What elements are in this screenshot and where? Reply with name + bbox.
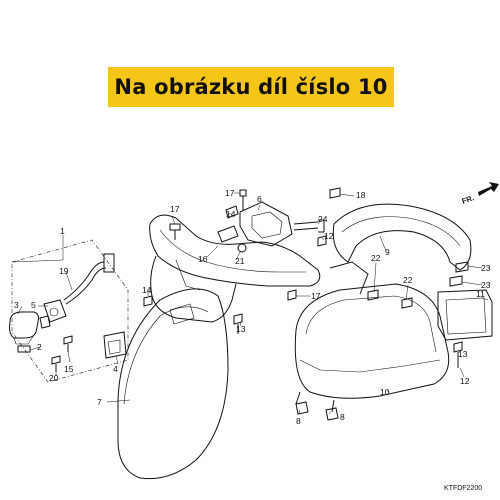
callout-13-left: 13 [236,324,246,334]
callout-3: 3 [14,300,19,310]
callout-1: 1 [60,226,65,236]
callout-2: 2 [37,342,42,352]
leader-lines [11,192,489,415]
callout-7: 7 [97,397,102,407]
callout-9: 9 [385,247,390,257]
screw-17-top [239,189,247,210]
callout-21: 21 [235,256,245,266]
callout-24: 24 [318,214,328,224]
callout-22-left: 22 [371,253,381,263]
center-bracket [217,201,293,247]
callout-20: 20 [49,373,59,383]
bolt-15 [63,335,73,352]
callout-19: 19 [59,266,69,276]
tail-light-group-outline [11,239,129,383]
callout-16: 16 [198,254,208,264]
fastener-12-top [317,235,327,247]
tail-light-lens [9,311,39,353]
wiring-harness [63,253,115,305]
callout-15: 15 [64,364,74,374]
license-light-bracket [103,331,127,359]
banner-text: Na obrázku díl číslo 10 [114,75,388,99]
tail-light-socket [39,299,67,329]
callout-17-mid: 17 [311,291,321,301]
callout-6: 6 [257,194,262,204]
callout-8-right: 8 [340,412,345,422]
front-direction-label: FR. [461,193,475,206]
callout-17-left: 17 [170,204,180,214]
clip-8-left [295,401,309,415]
fastener-21 [237,243,247,253]
rear-inner-cover [149,214,321,323]
clip-14 [225,205,239,219]
fastener-12-right [453,341,463,368]
callout-4: 4 [113,364,118,374]
callout-11: 11 [476,289,485,299]
luggage-box [294,261,450,413]
callout-12-right: 12 [460,376,470,386]
callout-14-top: 14 [226,209,236,219]
callout-8-left: 8 [296,416,301,426]
rear-hugger [332,203,472,271]
bolt-23-lower [449,275,463,287]
front-direction-arrow-icon [478,182,499,196]
clip-8-right [325,407,339,421]
callout-12-top: 12 [324,231,334,241]
fastener-14-left [143,295,153,307]
callout-22-right: 22 [403,275,413,285]
callout-5: 5 [31,300,36,310]
callout-14-left: 14 [142,285,152,295]
callout-23-lower: 23 [481,280,491,290]
diagram-code: KTFDF2200 [444,485,482,492]
fastener-22-right [401,297,413,309]
callout-17-top: 17 [225,188,235,198]
fastener-13-left [233,313,243,334]
callout-13-right: 13 [458,349,468,359]
callout-10: 10 [380,387,390,397]
fastener-22-left [367,289,379,301]
callout-23-upper: 23 [481,263,491,273]
fastener-17-mid [287,289,297,301]
bolt-23-upper [455,261,469,273]
bolt-20 [51,355,61,372]
screw-17-left [169,223,181,240]
battery-bracket [437,289,493,341]
fastener-18 [329,187,341,199]
rear-fender [117,288,229,480]
bolt-24 [293,219,325,233]
part-number-banner: Na obrázku díl číslo 10 [108,67,394,107]
callout-18: 18 [356,190,366,200]
